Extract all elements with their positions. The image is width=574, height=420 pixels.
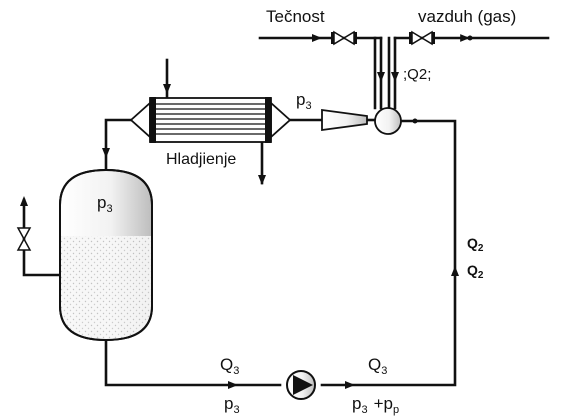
gas-flow-top-label: ;Q2; <box>403 66 431 83</box>
arrow-icon <box>20 196 28 206</box>
arrow-icon <box>228 381 238 389</box>
tank-vent-valve <box>16 227 32 251</box>
right-gas-flow-lower-label: Q2 <box>467 262 484 281</box>
heat-exchanger <box>129 97 292 143</box>
right-gas-flow-upper-label: Q2 <box>467 235 484 254</box>
arrow-icon <box>163 84 171 94</box>
liquid-inlet-label: Tečnost <box>266 7 325 26</box>
arrow-icon <box>391 72 399 82</box>
bottom-right-pressure-label: p3+pp <box>352 394 399 416</box>
arrow-icon <box>451 266 459 276</box>
bottom-left-flow-label: Q3 <box>220 355 239 377</box>
mixing-chamber <box>374 35 473 135</box>
pressure-after-cooler-label: p3 <box>296 90 312 112</box>
ejector-diffuser <box>321 108 368 132</box>
storage-tank <box>59 168 153 342</box>
gas-inlet-label: vazduh (gas) <box>418 7 516 26</box>
arrow-icon <box>312 34 322 42</box>
cooling-label: Hladjienje <box>166 151 236 168</box>
arrow-icon <box>345 381 355 389</box>
arrow-icon <box>102 148 110 158</box>
bottom-left-pressure-label: p3 <box>224 394 240 416</box>
circulation-pump <box>286 370 316 400</box>
gas-inlet-valve <box>409 30 435 46</box>
liquid-inlet-valve <box>331 30 357 46</box>
flow-arrows <box>20 34 470 389</box>
arrow-icon <box>377 72 385 82</box>
tank-pressure-label: p3 <box>97 193 113 215</box>
arrow-icon <box>258 175 266 185</box>
bottom-right-flow-label: Q3 <box>368 355 387 377</box>
